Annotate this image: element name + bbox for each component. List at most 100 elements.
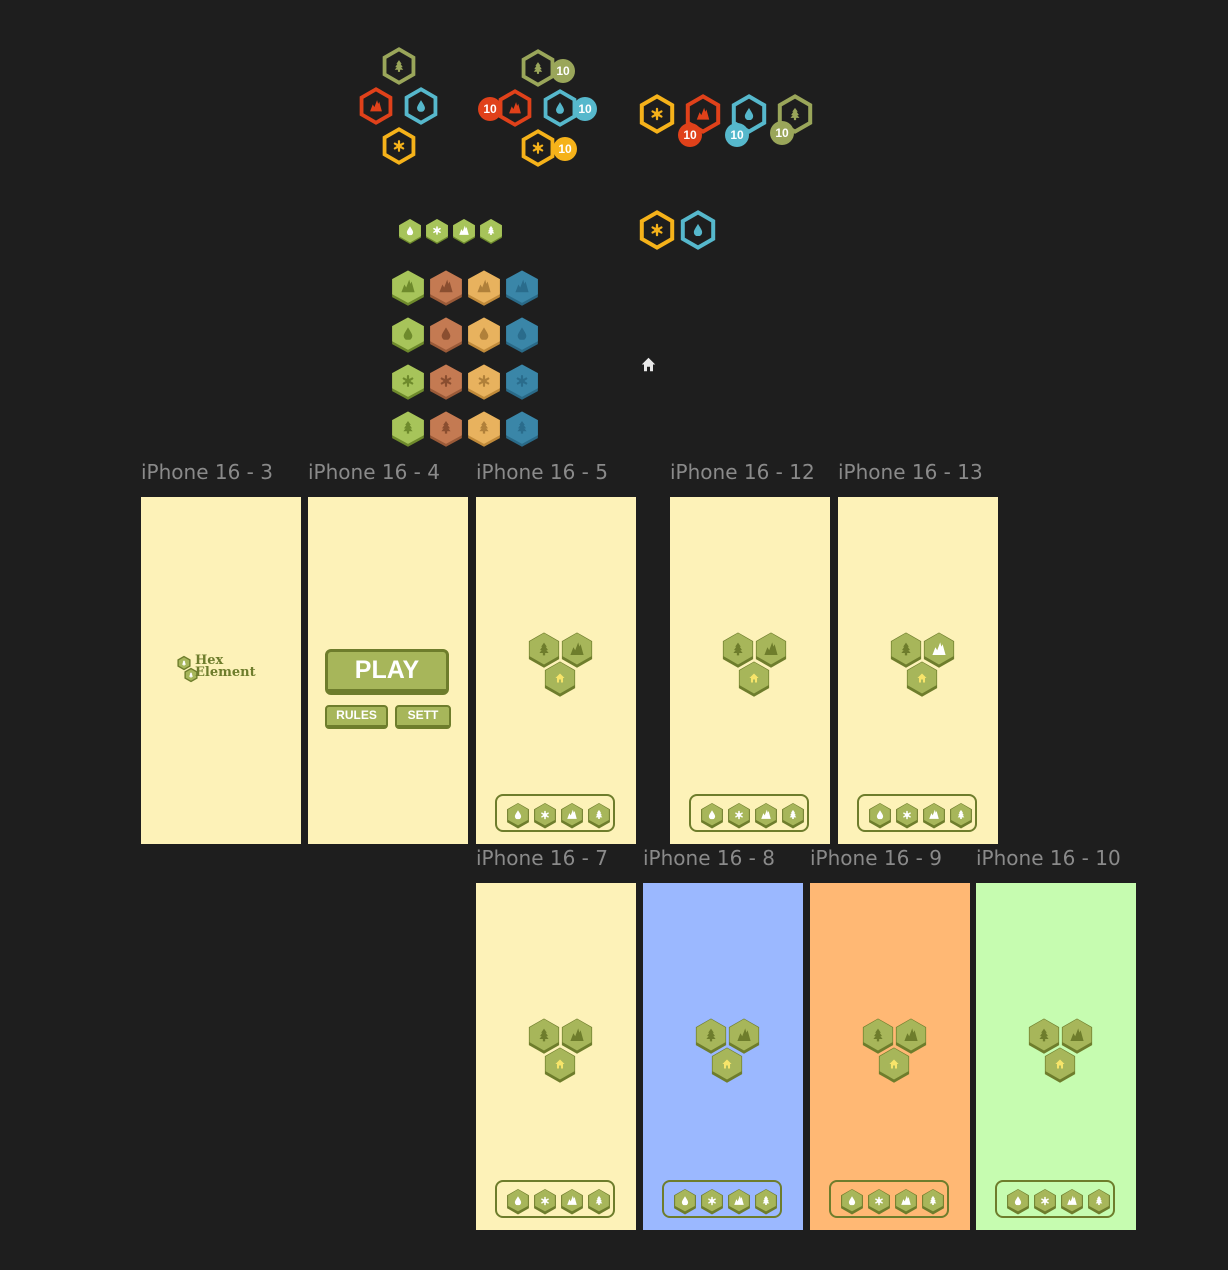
rules-button[interactable]: RULES <box>325 705 388 729</box>
home-tile[interactable] <box>542 658 578 698</box>
outline-hex-cluster <box>355 45 445 170</box>
tray-mountain-button[interactable] <box>559 1186 585 1216</box>
palette-tile-blue <box>504 313 540 355</box>
tray-snowflake-button[interactable] <box>699 1186 725 1216</box>
tray-tree-button[interactable] <box>1086 1186 1112 1216</box>
sun-outline-hex <box>382 127 416 165</box>
tray-tree-button[interactable] <box>586 800 612 830</box>
home-icon <box>641 357 656 372</box>
play-button[interactable]: PLAY <box>325 649 449 695</box>
palette-tile-blue <box>504 360 540 402</box>
tray-snowflake-button[interactable] <box>1032 1186 1058 1216</box>
tray-mountain-button[interactable] <box>726 1186 752 1216</box>
mountain-tile[interactable] <box>1059 1015 1095 1055</box>
tray-snowflake-button[interactable] <box>532 800 558 830</box>
home-tile[interactable] <box>542 1044 578 1084</box>
palette-tile-green <box>390 360 426 402</box>
forest-tile[interactable] <box>526 1015 562 1055</box>
hex-board-cluster[interactable] <box>718 629 790 701</box>
logo-hex-icon <box>177 655 191 671</box>
tray-tree-button[interactable] <box>753 1186 779 1216</box>
frame-label: iPhone 16 - 8 <box>643 846 775 870</box>
frame-iphone-16-3[interactable]: Hex Element <box>141 497 301 844</box>
home-tile[interactable] <box>709 1044 745 1084</box>
palette-tile-tan <box>466 313 502 355</box>
tray-mountain-button[interactable] <box>753 800 779 830</box>
forest-tile[interactable] <box>860 1015 896 1055</box>
palette-tile-tan <box>466 407 502 449</box>
tray-snowflake-button[interactable] <box>532 1186 558 1216</box>
tray-water-drop-button[interactable] <box>839 1186 865 1216</box>
tray-water-drop-button[interactable] <box>505 1186 531 1216</box>
tray-snowflake-button[interactable] <box>894 800 920 830</box>
forest-tile[interactable] <box>693 1015 729 1055</box>
count-badge: 10 <box>770 121 794 145</box>
tray-water-drop-button[interactable] <box>699 800 725 830</box>
sun-water-pair <box>637 208 722 254</box>
count-badge: 10 <box>725 123 749 147</box>
palette-tile-brown <box>428 360 464 402</box>
tray-snowflake-button[interactable] <box>866 1186 892 1216</box>
mountain-tile[interactable] <box>726 1015 762 1055</box>
water-drop-icon <box>693 223 703 236</box>
home-tile[interactable] <box>904 658 940 698</box>
home-tile[interactable] <box>1042 1044 1078 1084</box>
frame-iphone-16-12[interactable] <box>670 497 830 844</box>
element-tray <box>829 1180 949 1218</box>
hex-board-cluster[interactable] <box>886 629 958 701</box>
element-tray <box>662 1180 782 1218</box>
frame-iphone-16-8[interactable] <box>643 883 803 1230</box>
home-tile[interactable] <box>736 658 772 698</box>
tray-mountain-button[interactable] <box>921 800 947 830</box>
palette-tile-green <box>390 313 426 355</box>
element-tray <box>995 1180 1115 1218</box>
hex-board-cluster[interactable] <box>524 1015 596 1087</box>
hex-board-cluster[interactable] <box>691 1015 763 1087</box>
tray-water-drop-button[interactable] <box>672 1186 698 1216</box>
tray-mountain-button[interactable] <box>1059 1186 1085 1216</box>
frame-iphone-16-7[interactable] <box>476 883 636 1230</box>
tray-water-drop-button[interactable] <box>505 800 531 830</box>
frame-label: iPhone 16 - 3 <box>141 460 273 484</box>
badge-hex-row: 10 10 10 <box>637 92 817 147</box>
element-tray <box>857 794 977 832</box>
mountain-tile[interactable] <box>921 629 957 669</box>
palette-tile-green <box>390 407 426 449</box>
tray-water-drop-button[interactable] <box>1005 1186 1031 1216</box>
tray-water-drop-button[interactable] <box>867 800 893 830</box>
frame-iphone-16-13[interactable] <box>838 497 998 844</box>
forest-tile[interactable] <box>1026 1015 1062 1055</box>
element-tray <box>689 794 809 832</box>
tray-tree-button[interactable] <box>948 800 974 830</box>
frame-iphone-16-9[interactable] <box>810 883 970 1230</box>
forest-tile[interactable] <box>888 629 924 669</box>
frame-iphone-16-4[interactable]: PLAY RULES SETT <box>308 497 468 844</box>
mountain-tile[interactable] <box>559 1015 595 1055</box>
mountain-tile[interactable] <box>893 1015 929 1055</box>
tray-tree-button[interactable] <box>780 800 806 830</box>
tray-snowflake-button[interactable] <box>726 800 752 830</box>
snowflake-icon <box>651 223 663 237</box>
tray-mountain-button[interactable] <box>559 800 585 830</box>
home-tile[interactable] <box>876 1044 912 1084</box>
forest-tile[interactable] <box>720 629 756 669</box>
water-outline-hex <box>404 87 438 125</box>
hex-board-cluster[interactable] <box>1024 1015 1096 1087</box>
settings-button[interactable]: SETT <box>395 705 451 729</box>
forest-outline-hex <box>382 47 416 85</box>
frame-label: iPhone 16 - 9 <box>810 846 942 870</box>
forest-tile[interactable] <box>526 629 562 669</box>
tray-tree-button[interactable] <box>586 1186 612 1216</box>
tray-mountain-button[interactable] <box>893 1186 919 1216</box>
hex-board-cluster[interactable] <box>858 1015 930 1087</box>
frame-iphone-16-5[interactable] <box>476 497 636 844</box>
element-tray <box>495 794 615 832</box>
mountain-tile[interactable] <box>753 629 789 669</box>
palette-tile-tan <box>466 360 502 402</box>
logo-hex-icon <box>184 667 198 683</box>
tray-tree-button[interactable] <box>920 1186 946 1216</box>
mountain-tile[interactable] <box>559 629 595 669</box>
hex-board-cluster[interactable] <box>524 629 596 701</box>
frame-iphone-16-10[interactable] <box>976 883 1136 1230</box>
water-drop-icon <box>417 100 425 112</box>
